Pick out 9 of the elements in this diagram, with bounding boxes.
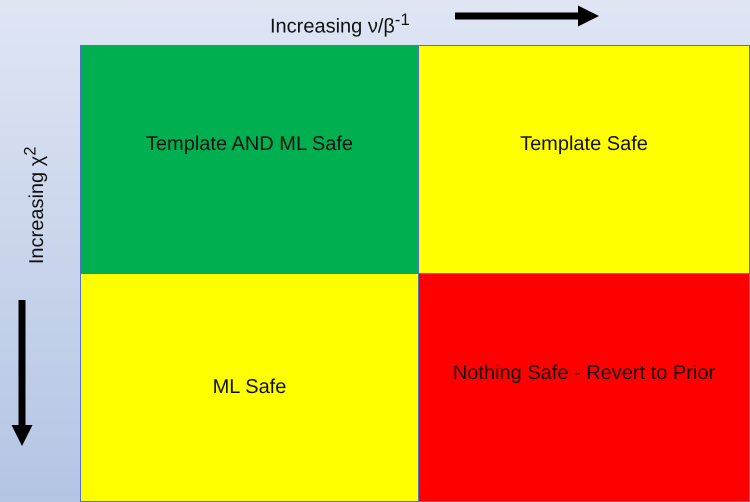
- quadrant-label: ML Safe: [212, 375, 288, 400]
- quadrant-label: Template Safe: [519, 132, 649, 157]
- quadrant-box: [80, 45, 419, 274]
- quadrant-box: [418, 273, 750, 502]
- axis-label: Increasing ν/β$^{-1}$: [270, 10, 410, 39]
- quadrant-box: [418, 45, 750, 274]
- quadrant-box: [80, 273, 419, 502]
- quadrant-label: Template AND ML Safe: [144, 132, 354, 157]
- quadrant-label: Nothing Safe - Revert to Prior: [452, 361, 716, 386]
